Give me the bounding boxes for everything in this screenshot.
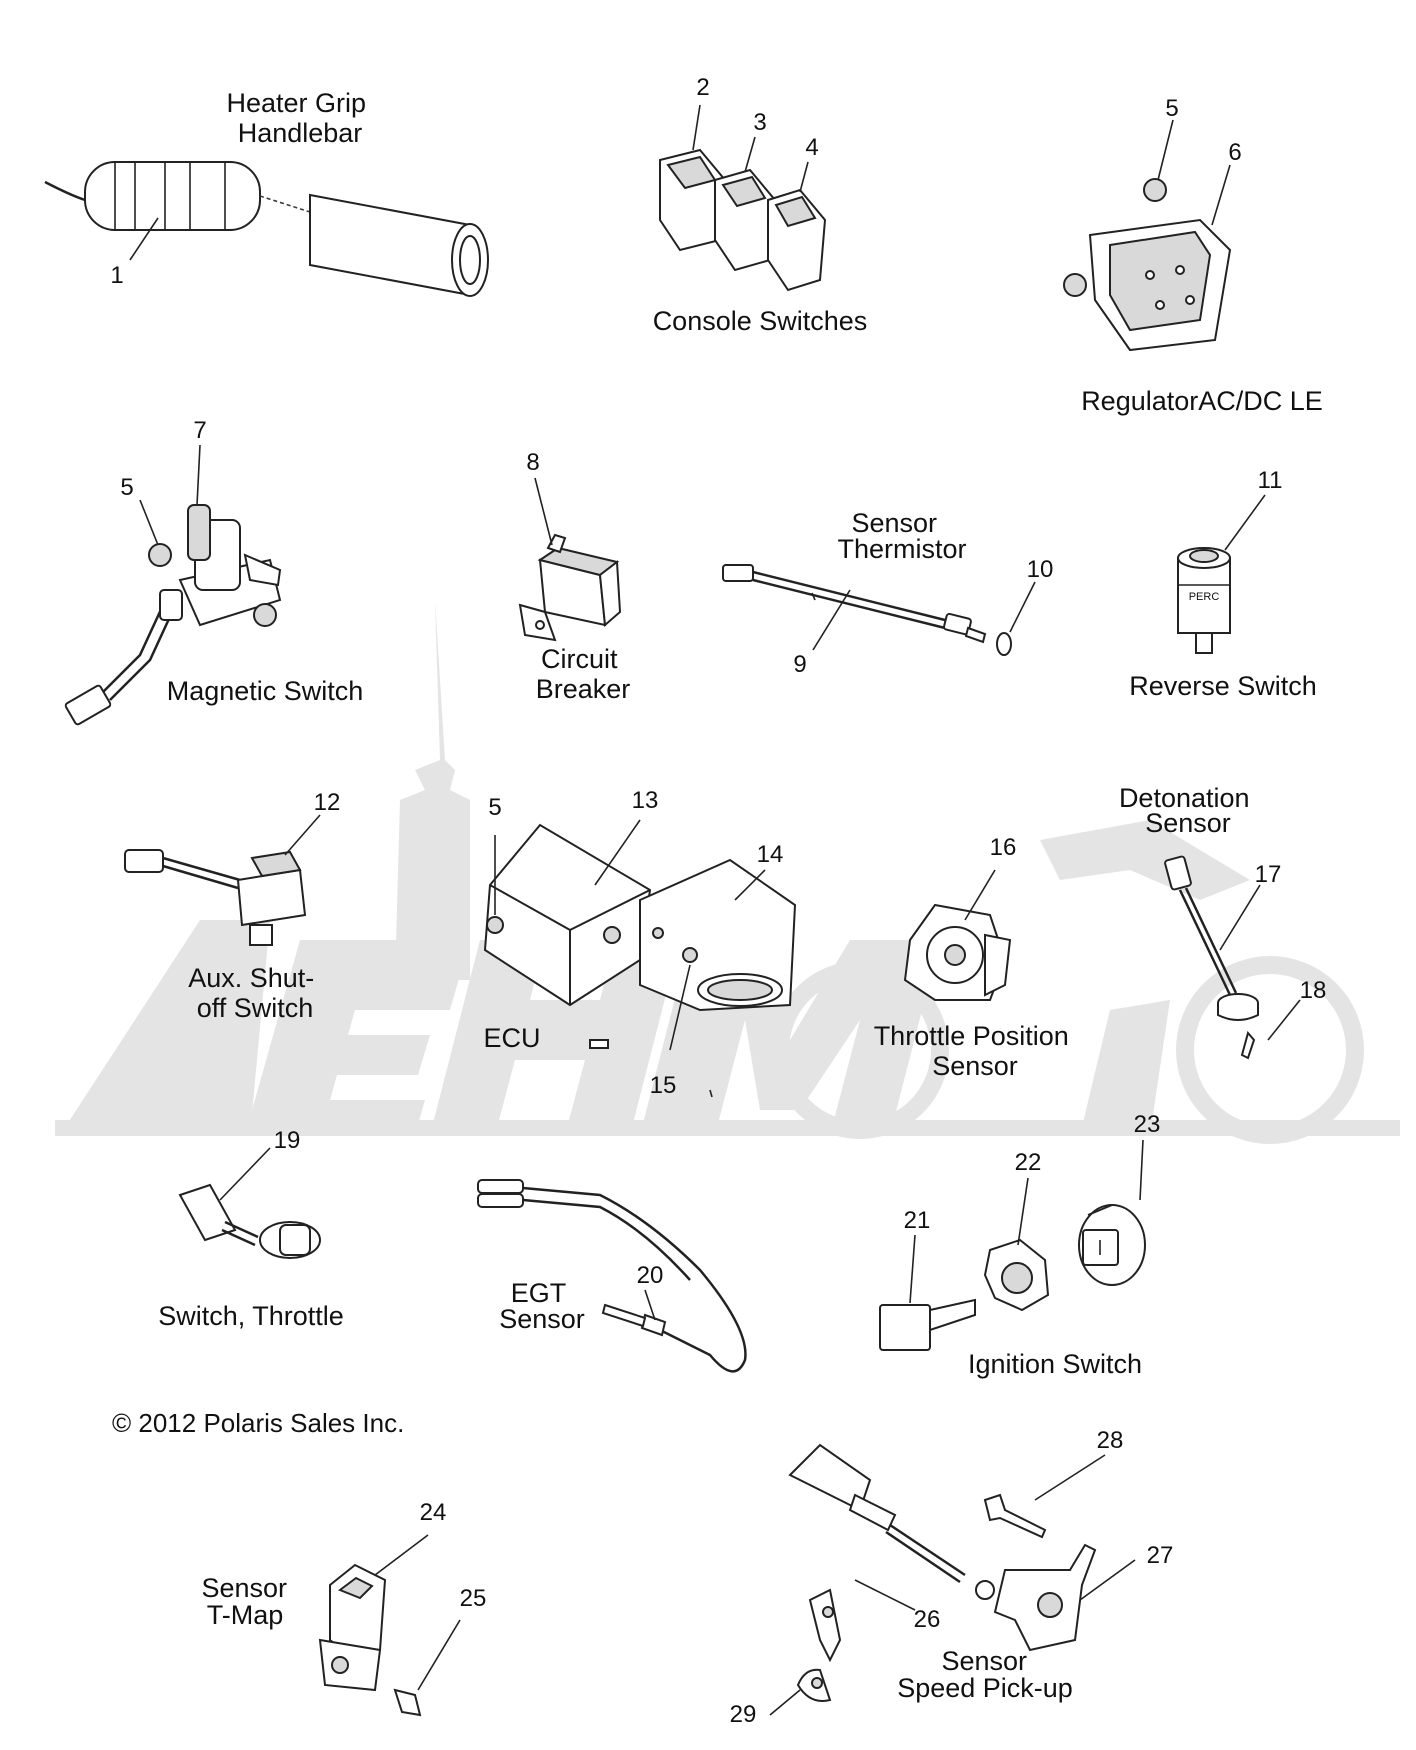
copyright-text: © 2012 Polaris Sales Inc. — [112, 1408, 404, 1438]
callout-26: 26 — [914, 1606, 941, 1633]
callout-14: 14 — [757, 841, 784, 868]
callout-13: 13 — [632, 787, 659, 814]
label-detonation: Detonation Sensor — [1119, 783, 1257, 838]
callout-5c: 5 — [488, 794, 501, 821]
callout-24: 24 — [420, 1499, 447, 1526]
label-circuit-breaker: Circuit Breaker — [536, 644, 631, 704]
callout-9: 9 — [793, 651, 806, 678]
callout-19: 19 — [274, 1127, 301, 1154]
label-egt-sensor: EGT Sensor — [499, 1278, 585, 1334]
label-reverse-switch: Reverse Switch — [1129, 671, 1317, 701]
callout-6: 6 — [1228, 139, 1241, 166]
callout-5a: 5 — [1165, 95, 1178, 122]
label-speed-pickup: Sensor Speed Pick-up — [897, 1646, 1073, 1703]
sensor-speed-pickup — [769, 1443, 1136, 1716]
callout-10: 10 — [1027, 556, 1054, 583]
callout-11: 11 — [1258, 467, 1283, 494]
label-sensor-thermistor: Sensor Thermistor — [837, 508, 966, 564]
callout-8: 8 — [526, 449, 539, 476]
callout-12: 12 — [314, 789, 341, 816]
reverse-switch — [1177, 494, 1266, 654]
callout-15: 15 — [650, 1072, 677, 1099]
circuit-breaker — [518, 477, 622, 642]
label-ignition-switch: Ignition Switch — [968, 1349, 1142, 1379]
callout-1: 1 — [110, 262, 123, 289]
sensor-thermistor — [722, 564, 1036, 656]
callout-29: 29 — [730, 1701, 757, 1728]
label-sensor-tmap: Sensor T-Map — [201, 1573, 294, 1630]
ecu — [483, 819, 797, 1098]
callout-17: 17 — [1255, 861, 1282, 888]
label-aux-shutoff: Aux. Shut- off Switch — [188, 963, 322, 1023]
callout-16: 16 — [990, 834, 1017, 861]
label-heater-grip: Heater Grip Handlebar — [226, 88, 373, 148]
callout-27: 27 — [1147, 1542, 1174, 1569]
label-throttle-position: Throttle Position Sensor — [874, 1021, 1077, 1081]
callout-28: 28 — [1097, 1427, 1124, 1454]
callout-18: 18 — [1300, 977, 1327, 1004]
throttle-position-sensor — [903, 869, 1012, 1001]
callout-4: 4 — [805, 134, 818, 161]
callout-3: 3 — [753, 109, 766, 136]
callout-7: 7 — [193, 417, 206, 444]
callout-25: 25 — [460, 1585, 487, 1612]
callout-23: 23 — [1134, 1111, 1161, 1138]
callout-21: 21 — [904, 1207, 931, 1234]
label-switch-throttle: Switch, Throttle — [158, 1301, 344, 1331]
callout-20: 20 — [637, 1262, 664, 1289]
aux-shutoff-switch — [124, 814, 321, 946]
detonation-sensor — [1164, 855, 1301, 1060]
console-switches — [659, 104, 827, 292]
magnetic-switch — [64, 444, 282, 726]
callout-2: 2 — [696, 74, 709, 101]
callout-22: 22 — [1015, 1149, 1042, 1176]
switch-throttle — [178, 1147, 321, 1259]
sensor-tmap — [318, 1534, 461, 1717]
callout-5b: 5 — [120, 474, 133, 501]
label-regulator: RegulatorAC/DC LE — [1081, 386, 1323, 416]
regulator — [1063, 119, 1232, 352]
reverse-switch-marking: PERC — [1189, 591, 1220, 603]
label-console-switches: Console Switches — [653, 306, 868, 336]
heater-grip-handlebar — [44, 161, 489, 297]
egt-sensor — [477, 1179, 747, 1373]
label-magnetic-switch: Magnetic Switch — [167, 676, 364, 706]
label-ecu: ECU — [483, 1023, 540, 1053]
ignition-switch — [879, 1139, 1146, 1351]
